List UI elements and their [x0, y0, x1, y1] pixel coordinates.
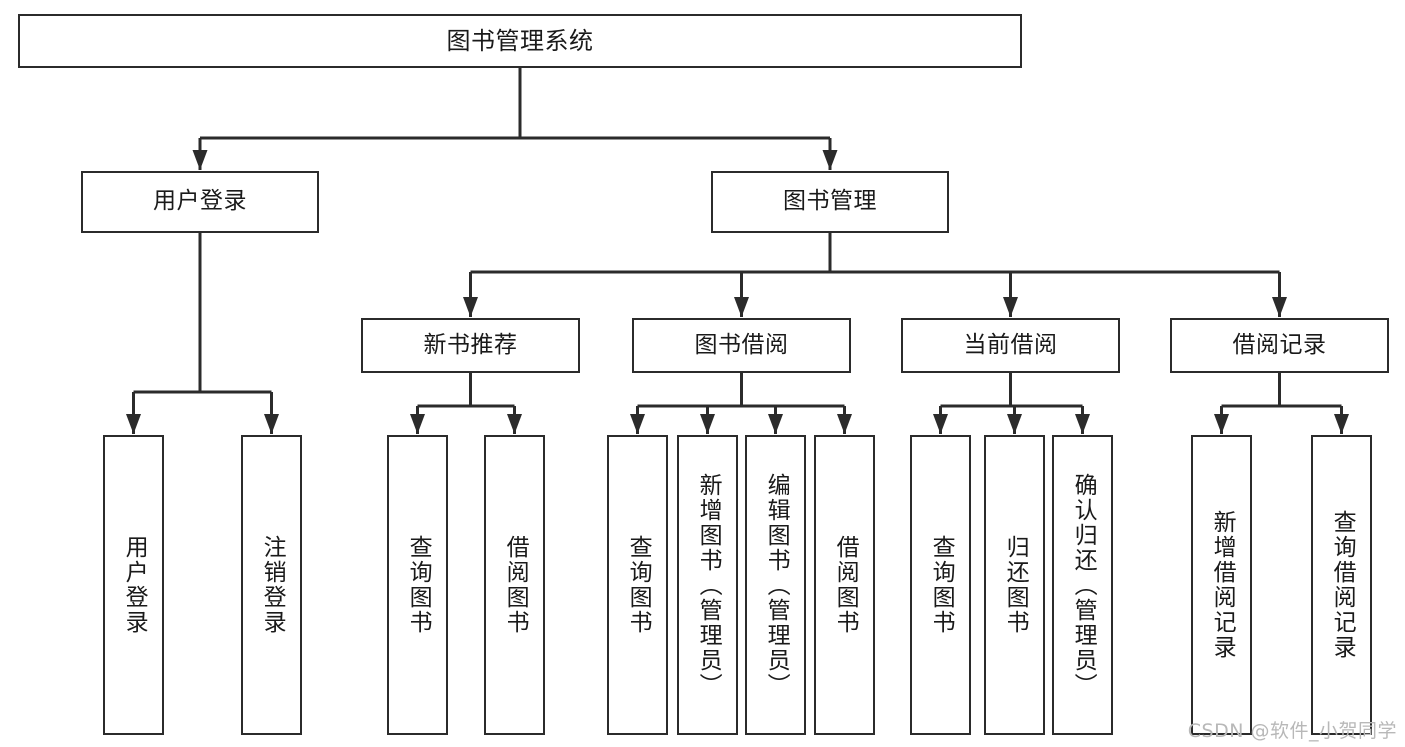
node-label: 归还图书: [1002, 535, 1029, 635]
node-label: 查询图书: [625, 535, 652, 635]
node-leaf-logout-login[interactable]: 注销登录: [241, 435, 302, 735]
node-label: 确认归还（管理员）: [1070, 472, 1097, 698]
node-leaf-add-book-admin[interactable]: 新增图书（管理员）: [677, 435, 738, 735]
node-leaf-add-borrow-record[interactable]: 新增借阅记录: [1191, 435, 1252, 735]
node-book-manage[interactable]: 图书管理: [711, 171, 949, 233]
node-new-book-recommend[interactable]: 新书推荐: [361, 318, 580, 373]
node-leaf-user-login[interactable]: 用户登录: [103, 435, 164, 735]
node-book-borrow[interactable]: 图书借阅: [632, 318, 851, 373]
node-label: 查询借阅记录: [1329, 510, 1356, 660]
watermark-text: CSDN @软件_小贺同学: [1187, 720, 1397, 742]
node-label: 查询图书: [405, 535, 432, 635]
node-label: 用户登录: [121, 535, 148, 635]
node-leaf-query-book-3[interactable]: 查询图书: [910, 435, 971, 735]
node-label: 用户登录: [153, 188, 247, 215]
node-label: 注销登录: [259, 535, 286, 635]
node-leaf-query-borrow-record[interactable]: 查询借阅记录: [1311, 435, 1372, 735]
node-label: 图书管理系统: [446, 26, 594, 55]
node-leaf-borrow-book-1[interactable]: 借阅图书: [484, 435, 545, 735]
node-label: 图书借阅: [694, 331, 789, 358]
node-current-borrow[interactable]: 当前借阅: [901, 318, 1120, 373]
node-user-login[interactable]: 用户登录: [81, 171, 319, 233]
node-leaf-edit-book-admin[interactable]: 编辑图书（管理员）: [745, 435, 806, 735]
node-label: 借阅记录: [1232, 331, 1327, 358]
node-label: 新书推荐: [423, 331, 518, 358]
node-label: 新增图书（管理员）: [695, 472, 722, 698]
node-label: 图书管理: [783, 188, 877, 215]
node-leaf-return-book[interactable]: 归还图书: [984, 435, 1045, 735]
node-borrow-record[interactable]: 借阅记录: [1170, 318, 1389, 373]
node-label: 借阅图书: [832, 535, 859, 635]
node-leaf-query-book-1[interactable]: 查询图书: [387, 435, 448, 735]
node-leaf-confirm-return-admin[interactable]: 确认归还（管理员）: [1052, 435, 1113, 735]
node-label: 编辑图书（管理员）: [763, 472, 790, 698]
node-root[interactable]: 图书管理系统: [18, 14, 1022, 68]
node-label: 新增借阅记录: [1209, 510, 1236, 660]
node-label: 当前借阅: [963, 331, 1058, 358]
node-leaf-borrow-book-2[interactable]: 借阅图书: [814, 435, 875, 735]
node-leaf-query-book-2[interactable]: 查询图书: [607, 435, 668, 735]
node-label: 借阅图书: [502, 535, 529, 635]
node-label: 查询图书: [928, 535, 955, 635]
